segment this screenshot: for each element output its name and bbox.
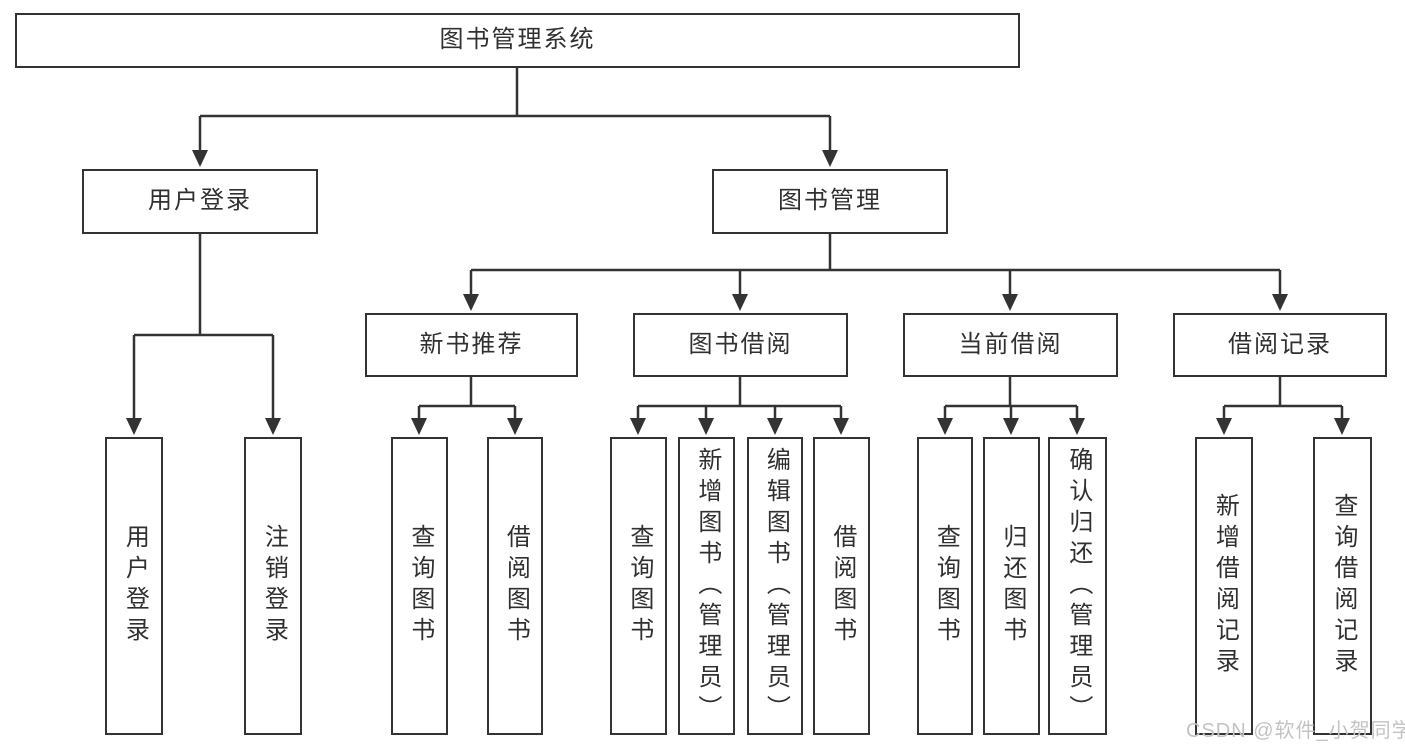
arrow-icon (1003, 418, 1019, 435)
leaf-query-book-2: 查询图书 (610, 437, 667, 735)
node-root: 图书管理系统 (15, 13, 1020, 68)
arrow-icon (1069, 418, 1085, 435)
leaf-add-borrow-record: 新增借阅记录 (1195, 437, 1253, 735)
arrow-icon (1334, 418, 1350, 435)
node-current-borrow: 当前借阅 (903, 313, 1118, 377)
arrow-icon (507, 418, 523, 435)
arrow-icon (767, 418, 783, 435)
leaf-edit-book-admin: 编辑图书（管理员） (747, 437, 803, 735)
leaf-borrow-book-2: 借阅图书 (813, 437, 870, 735)
arrow-icon (833, 418, 849, 435)
leaf-logout: 注销登录 (244, 437, 302, 735)
arrow-icon (937, 418, 953, 435)
leaf-query-book-1: 查询图书 (391, 437, 448, 735)
arrow-icon (698, 418, 714, 435)
arrow-icon (1216, 418, 1232, 435)
arrow-icon (732, 294, 748, 311)
leaf-borrow-book-1: 借阅图书 (487, 437, 543, 735)
leaf-add-book-admin: 新增图书（管理员） (678, 437, 735, 735)
node-borrow-record: 借阅记录 (1173, 313, 1387, 377)
node-user-login: 用户登录 (82, 169, 318, 234)
arrow-icon (192, 150, 208, 167)
arrow-icon (463, 294, 479, 311)
leaf-user-login: 用户登录 (105, 437, 163, 735)
arrow-icon (1272, 294, 1288, 311)
arrow-icon (630, 418, 646, 435)
arrow-icon (1002, 294, 1018, 311)
leaf-return-book: 归还图书 (983, 437, 1040, 735)
node-book-management: 图书管理 (712, 169, 948, 234)
node-book-borrow: 图书借阅 (633, 313, 848, 377)
arrow-icon (265, 418, 281, 435)
arrow-icon (126, 418, 142, 435)
watermark: CSDN @软件_小贺同学 (1186, 720, 1405, 742)
leaf-query-borrow-record: 查询借阅记录 (1313, 437, 1372, 735)
leaf-query-book-3: 查询图书 (917, 437, 973, 735)
arrow-icon (822, 150, 838, 167)
node-new-book-recommend: 新书推荐 (365, 313, 578, 377)
leaf-confirm-return-admin: 确认归还（管理员） (1048, 437, 1107, 735)
arrow-icon (411, 418, 427, 435)
